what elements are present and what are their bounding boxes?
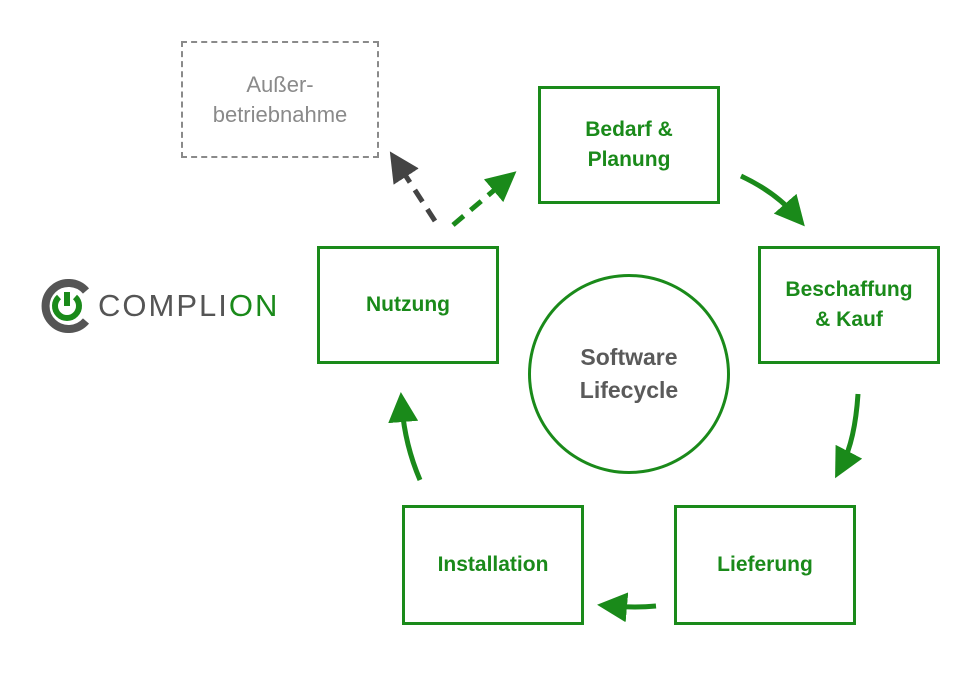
arrow-installation-to-nutzung: [388, 392, 423, 481]
stage-label: Lieferung: [717, 553, 813, 576]
decommission-box: Außer- betriebnahme: [181, 41, 379, 158]
stage-bedarf-planung: Bedarf & Planung: [538, 86, 720, 204]
stage-nutzung: Nutzung: [317, 246, 499, 364]
arrow-beschaffung-to-lieferung: [835, 393, 863, 479]
stage-beschaffung-kauf: Beschaffung & Kauf: [758, 246, 940, 364]
stage-installation: Installation: [402, 505, 584, 625]
arrow-nutzung-to-decommission-dashed: [389, 151, 438, 223]
arrow-lieferung-to-installation: [597, 592, 657, 623]
decommission-label: Außer- betriebnahme: [212, 71, 348, 127]
logo-text-main: COMPLI: [98, 288, 229, 323]
stage-label: Nutzung: [366, 293, 450, 316]
center-circle: Software Lifecycle: [528, 274, 730, 474]
center-label: Software Lifecycle: [579, 344, 679, 403]
arrow-bedarf-to-beschaffung: [739, 173, 805, 227]
stage-label: Bedarf & Planung: [585, 118, 673, 171]
stage-label: Installation: [437, 553, 549, 576]
arrow-nutzung-to-bedarf-dashed: [451, 171, 517, 227]
stage-label: Beschaffung & Kauf: [785, 278, 913, 331]
logo-text-accent: ON: [228, 288, 280, 323]
complion-logo: COMPLION: [40, 279, 279, 333]
logo-text: COMPLION: [98, 288, 279, 324]
power-logo-icon: [41, 279, 90, 333]
stage-lieferung: Lieferung: [674, 505, 856, 625]
